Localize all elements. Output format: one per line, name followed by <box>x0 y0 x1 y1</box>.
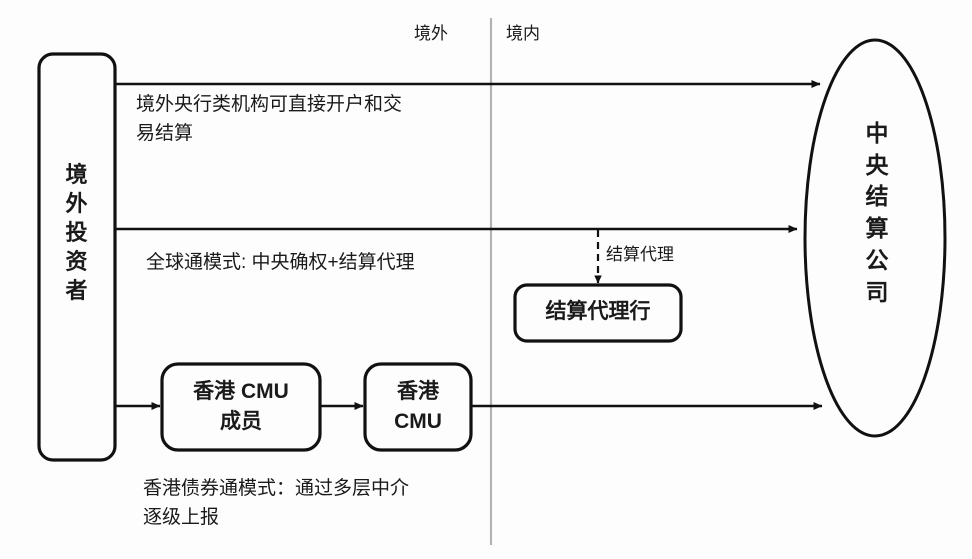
edge-label-bond-connect-mode: 香港债券通模式：通过多层中介 逐级上报 <box>143 478 410 529</box>
zone-label-offshore: 境外 <box>414 24 448 43</box>
node-foreign-investor-shape[interactable] <box>37 52 117 462</box>
edge-label-settlement-agent: 结算代理 <box>606 245 674 264</box>
node-label-central-clearing: 中 央 结 算 公 司 <box>865 120 889 305</box>
edge-label-central-bank-direct: 境外央行类机构可直接开户和交 易结算 <box>136 94 403 145</box>
node-central-clearing-shape[interactable] <box>803 38 947 438</box>
node-label-settlement-agent-bank: 结算代理行 <box>545 300 651 323</box>
node-label-foreign-investor: 境 外 投 资 者 <box>65 162 89 304</box>
node-settlement-agent-bank-shape[interactable] <box>513 283 683 343</box>
node-label-cmu-member: 香港 CMU 成员 <box>193 380 289 433</box>
edge-label-global-access-mode: 全球通模式: 中央确权+结算代理 <box>146 252 415 273</box>
node-label-hk-cmu: 香港 CMU <box>394 380 442 433</box>
zone-label-onshore: 境内 <box>506 24 540 43</box>
